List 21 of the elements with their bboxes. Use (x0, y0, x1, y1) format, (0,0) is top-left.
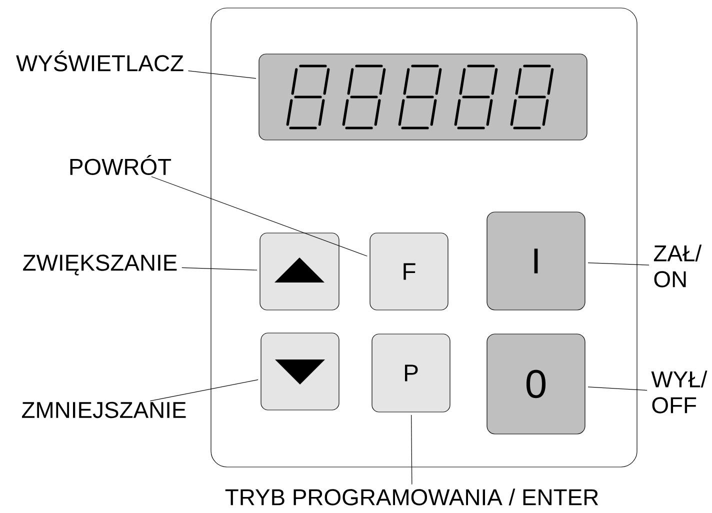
callout-label: TRYB PROGRAMOWANIA / ENTER (225, 488, 598, 506)
leader-line (150, 379, 258, 402)
down-arrow-button (260, 332, 340, 410)
callout-label: POWRÓT (70, 154, 172, 176)
leader-line (182, 267, 258, 270)
callout-label: WYŚWIETLACZ (16, 50, 184, 72)
leader-line (411, 414, 412, 485)
leader-line (151, 176, 368, 256)
callout-label: ZWIĘKSZANIE (23, 254, 177, 276)
key-button: F (370, 232, 448, 310)
display-drawing (258, 54, 588, 140)
key-button: I (486, 212, 586, 310)
key-button: P (372, 334, 450, 412)
leader-line (188, 70, 256, 79)
key-button: 0 (486, 334, 586, 434)
callout-label: ZMNIEJSZANIE (22, 402, 186, 418)
up-arrow-button (260, 232, 340, 310)
callout-label: WYŁ/ OFF (651, 370, 708, 414)
callout-label: ZAŁ/ ON (654, 244, 702, 288)
leader-line (588, 262, 650, 266)
leader-line (588, 386, 648, 391)
